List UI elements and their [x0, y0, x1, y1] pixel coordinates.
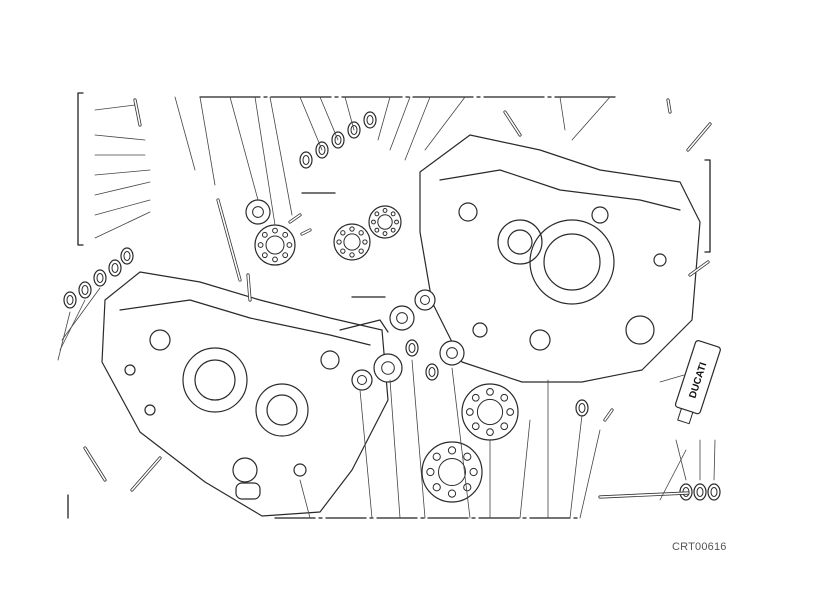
right-crankcase-half: [419, 134, 701, 383]
leader-line: [344, 96, 355, 131]
bearing: [351, 369, 373, 391]
seal-ring: [693, 483, 707, 501]
leader-line: [377, 96, 391, 141]
leader-line: [94, 211, 151, 239]
bolt-highlight: [689, 261, 709, 276]
bearing: [368, 205, 402, 239]
bearing: [245, 199, 271, 225]
leader-line: [713, 439, 716, 481]
seal-ring: [575, 399, 589, 417]
leader-line: [174, 96, 196, 171]
leader-line: [254, 96, 276, 226]
leader-line: [299, 96, 323, 151]
leader-line: [559, 96, 566, 131]
leader-line: [569, 414, 583, 519]
leader-line: [519, 419, 531, 519]
bolt-highlight: [289, 214, 301, 223]
bearing: [461, 383, 519, 441]
leader-line: [94, 199, 151, 216]
leader-line: [675, 439, 687, 481]
bearing: [333, 223, 371, 261]
leader-line: [61, 287, 101, 341]
leader-line: [94, 134, 146, 141]
bolt-highlight: [131, 457, 161, 491]
bearing: [439, 340, 465, 366]
bearing: [389, 305, 415, 331]
leader-line: [269, 96, 293, 216]
bolt-highlight: [687, 123, 711, 151]
leader-line: [451, 367, 471, 519]
leader-line: [579, 429, 601, 519]
reference-code: CRT00616: [672, 541, 727, 553]
bearing: [373, 353, 403, 383]
leader-line: [319, 96, 339, 141]
leader-line: [57, 311, 71, 361]
leader-line: [404, 96, 431, 161]
leader-line: [229, 96, 259, 201]
seal-ring: [93, 269, 107, 287]
bearing: [254, 224, 296, 266]
grease-tube: DUCATI: [674, 340, 721, 425]
leader-line: [411, 359, 426, 519]
leader-line: [424, 96, 466, 151]
bolt-highlight: [604, 409, 613, 421]
bolt-highlight: [247, 274, 251, 301]
bolt-highlight: [84, 447, 106, 481]
seal-ring: [63, 291, 77, 309]
parts-layer: [63, 98, 721, 503]
seal-ring: [78, 281, 92, 299]
seal-ring: [707, 483, 721, 501]
leader-line: [94, 169, 151, 176]
leader-line: [94, 181, 151, 196]
leader-line: [571, 96, 611, 141]
leader-lines: [57, 96, 716, 519]
seal-ring: [405, 339, 419, 357]
leader-line: [389, 379, 401, 519]
leader-line: [659, 449, 687, 501]
bolt-highlight: [599, 492, 689, 498]
bolt-highlight: [134, 99, 141, 126]
leader-line: [299, 479, 311, 519]
bolt-highlight: [504, 111, 521, 136]
leader-line: [199, 96, 216, 186]
seal-ring: [425, 363, 439, 381]
seal-ring: [299, 151, 313, 169]
seal-ring: [363, 111, 377, 129]
bolt-highlight: [667, 99, 671, 113]
bolt-highlight: [301, 229, 311, 235]
group-brackets: [67, 92, 711, 519]
bearing: [414, 289, 436, 311]
bolt-highlight: [217, 199, 241, 281]
leader-line: [389, 96, 411, 151]
leader-line: [359, 389, 373, 519]
bearing: [421, 441, 483, 503]
leader-line: [94, 104, 136, 111]
seal-ring: [120, 247, 134, 265]
left-crankcase-half: [101, 271, 389, 517]
seal-ring: [108, 259, 122, 277]
